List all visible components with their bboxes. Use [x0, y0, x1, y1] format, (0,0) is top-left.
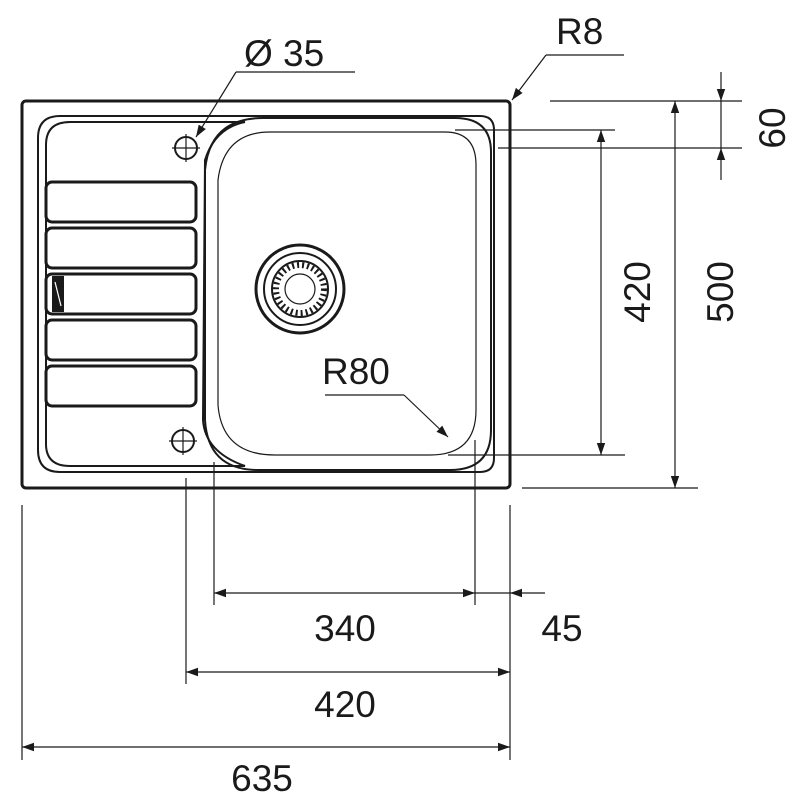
dim-bowl-depth: 420	[596, 130, 658, 455]
callout-corner-radius-bowl: R80	[322, 351, 449, 438]
corner-radius-bowl-label: R80	[322, 351, 390, 392]
bowl-depth-value: 420	[617, 261, 658, 323]
tap-hole-bottom	[169, 427, 197, 455]
tap-hole-top	[172, 134, 200, 162]
sink-bowl	[204, 117, 492, 471]
logo-plate-stripe	[54, 281, 62, 307]
overall-width-value: 635	[231, 758, 293, 799]
drain-strainer	[254, 243, 346, 335]
cabinet-width-value: 420	[314, 684, 376, 725]
hole-diameter-label: Ø 35	[244, 33, 324, 74]
dim-rim-offset: 45	[475, 588, 583, 649]
dim-top-offset: 60	[716, 72, 793, 180]
rim-offset-value: 45	[541, 608, 582, 649]
outer-rim	[20, 99, 512, 490]
inner-rim	[37, 115, 495, 473]
drainer-groove-1	[44, 180, 198, 224]
callout-hole-diameter: Ø 35	[195, 33, 355, 138]
extension-lines-vertical	[21, 440, 511, 760]
drainer-outline	[45, 121, 246, 467]
dim-bowl-width: 340	[214, 588, 475, 649]
bowl-width-value: 340	[314, 608, 376, 649]
drainer-board	[44, 121, 246, 467]
bowl-inner	[217, 131, 477, 456]
bowl-outer	[204, 117, 492, 471]
drainer-groove-2	[44, 226, 198, 270]
dim-overall-depth: 500	[670, 101, 741, 488]
dim-cabinet-width: 420	[186, 667, 510, 725]
dim-overall-width: 635	[22, 742, 510, 799]
sink-outline	[20, 99, 512, 490]
callout-corner-radius-outer: R8	[511, 11, 624, 101]
drainer-groove-5	[44, 364, 198, 408]
drainer-groove-4	[44, 318, 198, 362]
top-offset-value: 60	[752, 107, 793, 148]
drainer-groove-3	[44, 272, 198, 316]
corner-radius-outer-label: R8	[556, 11, 603, 52]
overall-depth-value: 500	[700, 261, 741, 323]
extension-lines-horizontal	[448, 100, 742, 489]
